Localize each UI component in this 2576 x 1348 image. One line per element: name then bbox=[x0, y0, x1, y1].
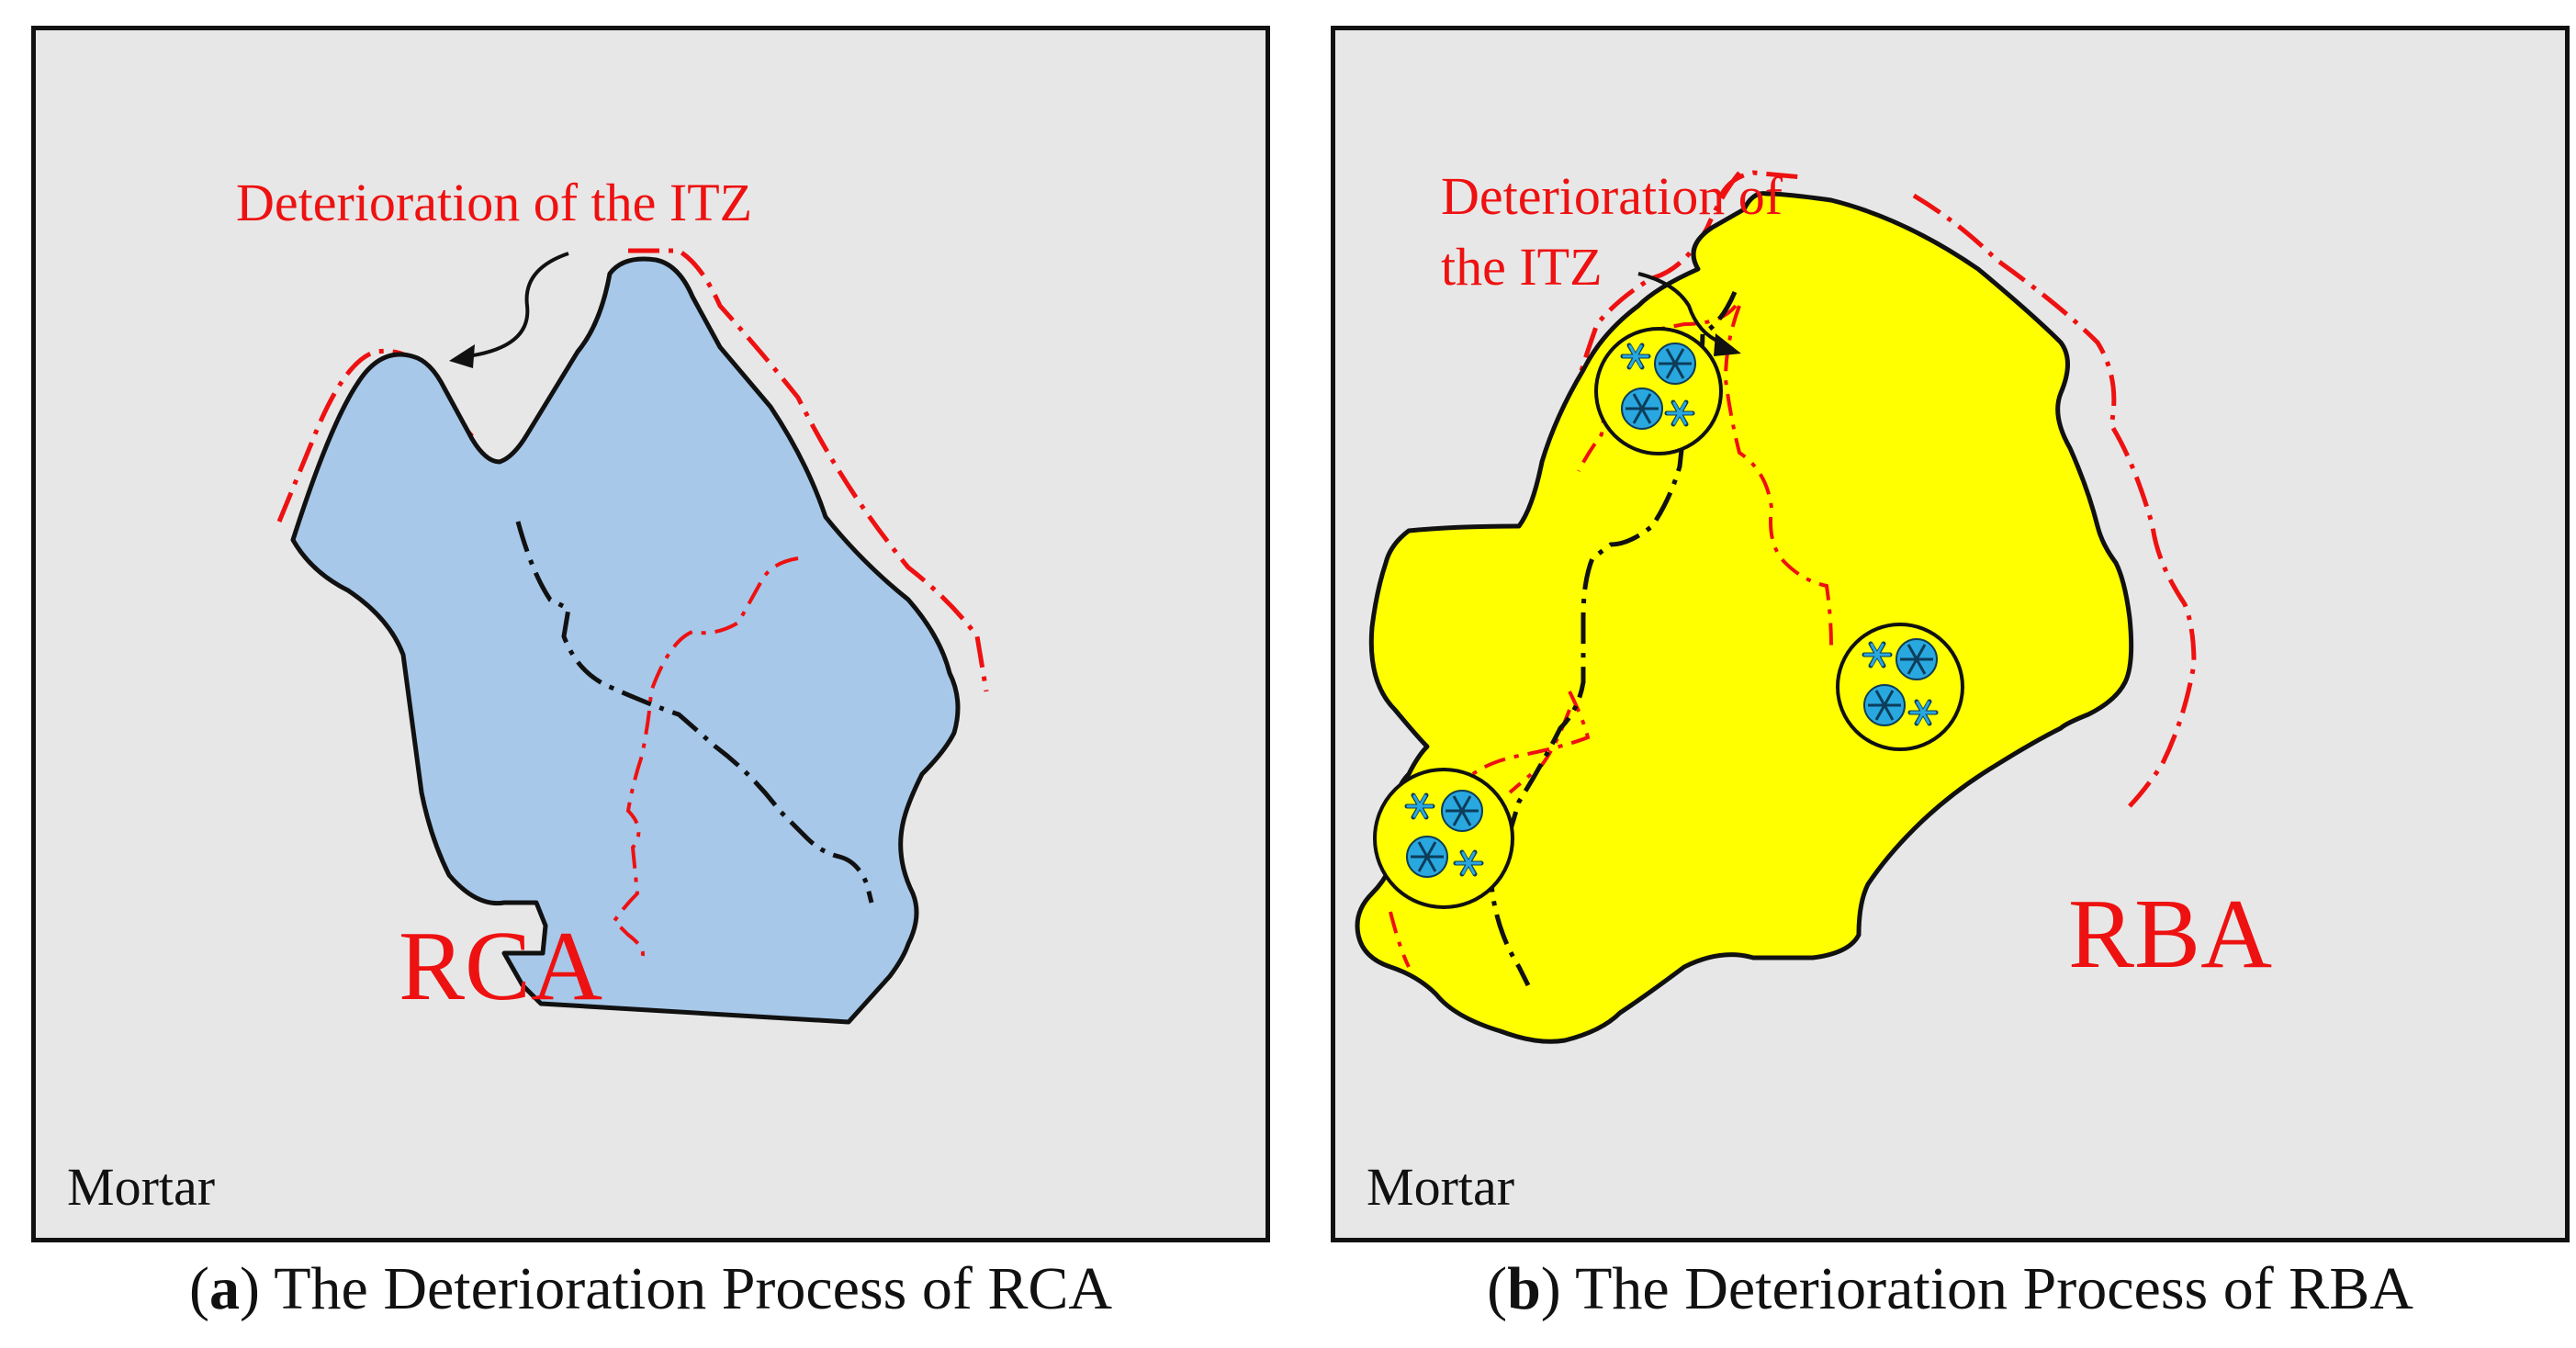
caption-b-letter: b bbox=[1507, 1255, 1541, 1322]
pore-left bbox=[1373, 768, 1514, 909]
caption-b-text: The Deterioration Process of RBA bbox=[1575, 1255, 2413, 1322]
caption-a-text: The Deterioration Process of RCA bbox=[274, 1255, 1113, 1322]
panel-rca: Deterioration of the ITZ RCA Mortar bbox=[31, 26, 1270, 1242]
caption-a-letter: a bbox=[208, 1255, 240, 1322]
itz-label-rba-line1: Deterioration of bbox=[1441, 166, 1783, 226]
itz-arrow-line bbox=[467, 252, 569, 358]
rca-diagram: Deterioration of the ITZ RCA bbox=[236, 173, 989, 1025]
itz-arrow-line bbox=[1637, 272, 1722, 344]
mortar-label-a: Mortar bbox=[67, 1157, 216, 1217]
pore-right bbox=[1836, 623, 1964, 751]
rca-aggregate bbox=[290, 256, 961, 1025]
black-crack bbox=[515, 521, 874, 904]
itz-arrowhead bbox=[449, 344, 475, 368]
red-crack bbox=[612, 556, 799, 959]
caption-b: (b) The Deterioration Process of RBA bbox=[1487, 1255, 2413, 1322]
itz-label-rba-line2: the ITZ bbox=[1441, 237, 1603, 297]
rba-diagram: Deterioration of the ITZ RBA bbox=[1355, 166, 2272, 1044]
caption-a: (a) The Deterioration Process of RCA bbox=[188, 1255, 1113, 1322]
rca-label: RCA bbox=[399, 912, 602, 1021]
itz-arrowhead bbox=[1714, 333, 1741, 356]
mortar-label-b: Mortar bbox=[1367, 1157, 1515, 1217]
rba-aggregate bbox=[1355, 191, 2134, 1044]
black-crack bbox=[1489, 291, 1738, 987]
pore-top bbox=[1594, 327, 1723, 455]
panel-rba: Deterioration of the ITZ RBA Mortar bbox=[1331, 26, 2570, 1242]
itz-deterioration-line bbox=[1535, 170, 2197, 813]
itz-label-rca: Deterioration of the ITZ bbox=[236, 173, 752, 232]
rba-label: RBA bbox=[2068, 880, 2272, 989]
